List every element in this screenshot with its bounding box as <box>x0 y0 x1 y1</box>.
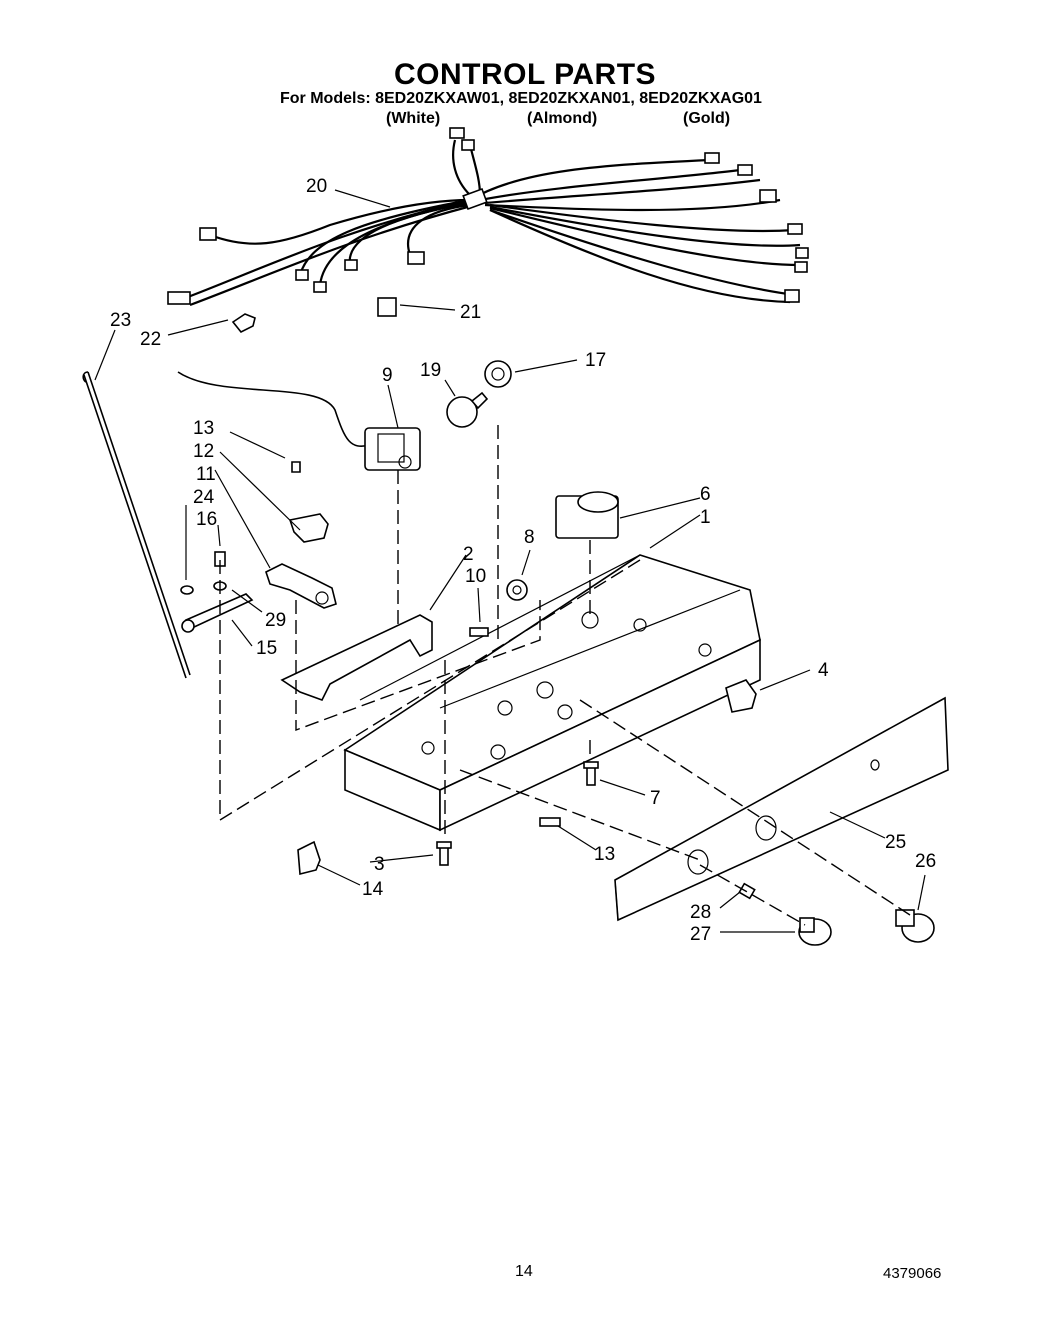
callout-15: 15 <box>256 638 277 659</box>
callout-19: 19 <box>420 360 441 381</box>
models-line: For Models: 8ED20ZKXAW01, 8ED20ZKXAN01, … <box>280 90 762 107</box>
control-rod <box>87 371 191 676</box>
screw-13-lower <box>539 817 561 827</box>
callout-27: 27 <box>690 924 711 945</box>
document-number: 4379066 <box>883 1265 942 1282</box>
control-knob-left <box>798 917 832 946</box>
screw-3 <box>436 841 452 866</box>
callout-13-lower: 13 <box>594 844 615 865</box>
leader-lines <box>94 189 926 933</box>
variant-almond: (Almond) <box>527 110 598 127</box>
callout-11: 11 <box>196 464 216 485</box>
callout-24: 24 <box>193 487 215 508</box>
connector-clip <box>377 297 397 317</box>
callout-17: 17 <box>585 350 606 371</box>
page-title: CONTROL PARTS <box>393 58 657 91</box>
callout-23: 23 <box>110 310 131 331</box>
knob-clip <box>738 882 756 900</box>
variant-white: (White) <box>386 110 441 127</box>
callout-13-upper: 13 <box>193 418 214 439</box>
callout-20: 20 <box>306 176 327 197</box>
grommet <box>506 579 528 601</box>
callout-1: 1 <box>700 507 711 528</box>
defrost-timer <box>555 491 619 539</box>
callout-4: 4 <box>818 660 829 681</box>
control-housing <box>343 554 761 832</box>
damper-bracket <box>265 461 337 609</box>
callout-28: 28 <box>690 902 711 923</box>
wiring-harness <box>167 127 809 307</box>
wire-clip <box>231 313 256 334</box>
callout-7: 7 <box>650 788 661 809</box>
callout-29: 29 <box>265 610 286 631</box>
screw-7 <box>583 761 599 786</box>
control-linkage <box>180 551 254 633</box>
wire-clip-14 <box>297 840 321 876</box>
light-socket <box>484 360 512 388</box>
mounting-bracket <box>280 614 433 701</box>
screw-10 <box>469 627 489 637</box>
callout-26: 26 <box>915 851 936 872</box>
callout-8: 8 <box>524 527 535 548</box>
callout-22: 22 <box>140 329 161 350</box>
page-number: 14 <box>515 1263 533 1280</box>
variant-gold: (Gold) <box>683 110 731 127</box>
callout-16: 16 <box>196 509 217 530</box>
callout-10: 10 <box>465 566 486 587</box>
callout-3: 3 <box>374 854 385 875</box>
callout-6: 6 <box>700 484 711 505</box>
assembly-lines <box>219 425 911 926</box>
callout-2: 2 <box>463 544 474 565</box>
callout-14: 14 <box>362 879 384 900</box>
callout-9: 9 <box>382 365 393 386</box>
callout-12: 12 <box>193 441 214 462</box>
callout-21: 21 <box>460 302 481 323</box>
callout-25: 25 <box>885 832 906 853</box>
light-switch <box>725 679 757 713</box>
control-switch <box>177 371 421 471</box>
light-bulb <box>446 391 489 428</box>
control-panel <box>614 696 949 922</box>
control-knob-right <box>895 909 935 943</box>
